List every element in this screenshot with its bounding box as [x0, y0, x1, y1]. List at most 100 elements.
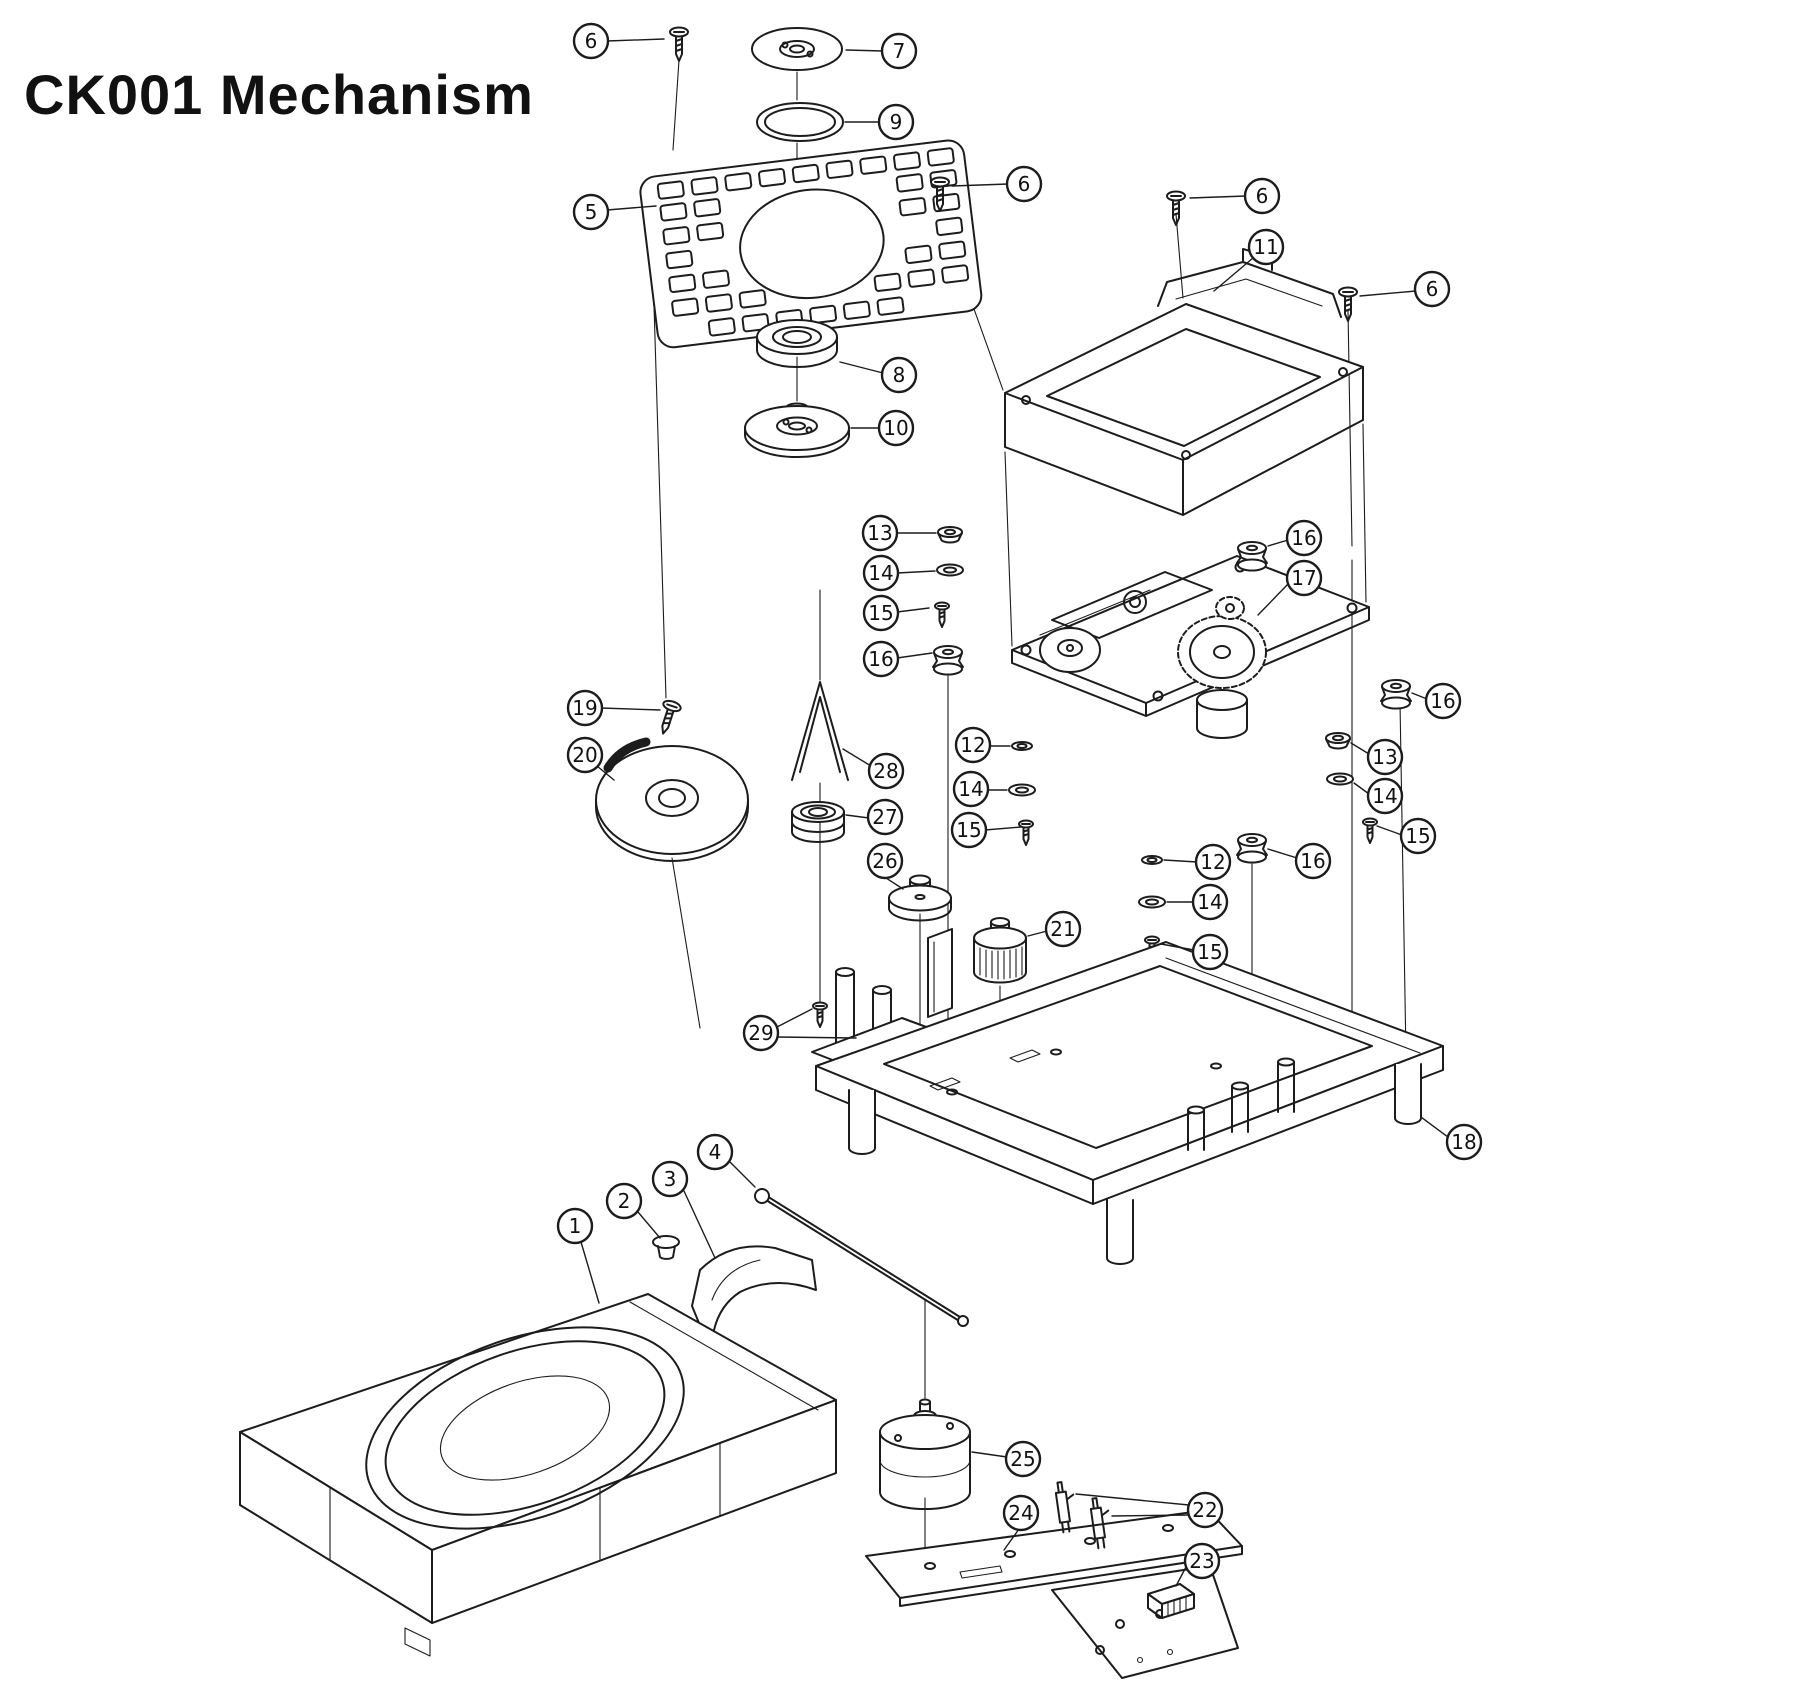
svg-text:15: 15 [1405, 824, 1430, 848]
part-bushing [791, 801, 845, 843]
flat-washer [1138, 895, 1166, 909]
callout-27: 27 [866, 798, 904, 836]
callout-8: 8 [880, 356, 918, 394]
callout-6: 6 [572, 22, 610, 60]
cup-washer [937, 526, 963, 544]
part-clamp-frame [1004, 248, 1364, 516]
part-button [652, 1235, 680, 1260]
svg-text:20: 20 [572, 743, 597, 767]
svg-text:16: 16 [1291, 526, 1316, 550]
callout-6: 6 [1243, 177, 1281, 215]
flat-washer [936, 563, 964, 577]
svg-text:22: 22 [1192, 1498, 1217, 1522]
part-clamp-ring [756, 102, 844, 142]
svg-text:17: 17 [1291, 566, 1316, 590]
callout-2: 2 [605, 1182, 643, 1220]
svg-text:13: 13 [1372, 745, 1397, 769]
callout-19: 19 [566, 689, 604, 727]
callout-12: 12 [1194, 843, 1232, 881]
svg-text:26: 26 [872, 849, 897, 873]
callout-6: 6 [1005, 165, 1043, 203]
part-cone-spring [791, 681, 849, 781]
callout-15: 15 [1191, 933, 1229, 971]
svg-text:16: 16 [1300, 849, 1325, 873]
screw-icon [934, 601, 950, 628]
svg-text:27: 27 [872, 805, 897, 829]
svg-text:12: 12 [1200, 850, 1225, 874]
callout-3: 3 [651, 1160, 689, 1198]
part-loading-motor [879, 1398, 971, 1510]
callout-6: 6 [1413, 270, 1451, 308]
svg-text:1: 1 [569, 1214, 582, 1238]
svg-text:3: 3 [664, 1167, 677, 1191]
callout-22: 22 [1186, 1491, 1224, 1529]
svg-text:24: 24 [1008, 1501, 1033, 1525]
svg-text:23: 23 [1189, 1549, 1214, 1573]
svg-text:10: 10 [883, 416, 908, 440]
part-guide-shaft [754, 1188, 969, 1327]
svg-text:11: 11 [1253, 235, 1278, 259]
callout-20: 20 [566, 736, 604, 774]
screw-icon [1362, 817, 1378, 844]
callout-5: 5 [572, 193, 610, 231]
callout-15: 15 [1399, 817, 1437, 855]
callout-29: 29 [742, 1014, 780, 1052]
damper-grommet [1236, 541, 1268, 572]
callout-25: 25 [1004, 1440, 1042, 1478]
part-belt-cover [691, 1245, 817, 1346]
part-switches [1054, 1481, 1110, 1550]
part-spacer-ring [756, 319, 838, 368]
svg-text:14: 14 [1372, 784, 1397, 808]
callout-18: 18 [1445, 1123, 1483, 1161]
callout-26: 26 [866, 842, 904, 880]
leader-lines [580, 38, 1449, 1587]
small-washer [1011, 741, 1033, 751]
svg-text:19: 19 [572, 696, 597, 720]
svg-text:4: 4 [709, 1140, 722, 1164]
svg-text:15: 15 [1197, 940, 1222, 964]
callout-4: 4 [696, 1133, 734, 1171]
callout-1: 1 [556, 1207, 594, 1245]
callout-21: 21 [1044, 910, 1082, 948]
svg-text:6: 6 [1018, 172, 1031, 196]
callout-14: 14 [1366, 777, 1404, 815]
part-connector [1147, 1583, 1195, 1619]
callout-16: 16 [1424, 682, 1462, 720]
svg-text:8: 8 [893, 363, 906, 387]
svg-text:29: 29 [748, 1021, 773, 1045]
damper-grommet [1236, 833, 1268, 864]
svg-text:21: 21 [1050, 917, 1075, 941]
svg-text:25: 25 [1010, 1447, 1035, 1471]
callout-28: 28 [867, 752, 905, 790]
part-top-cover-plate [639, 139, 983, 349]
callout-23: 23 [1183, 1542, 1221, 1580]
callout-14: 14 [862, 554, 900, 592]
page-title: CK001 Mechanism [24, 63, 534, 126]
part-turntable-platter [595, 737, 749, 862]
callout-12: 12 [954, 726, 992, 764]
svg-text:14: 14 [1197, 890, 1222, 914]
svg-text:6: 6 [1426, 277, 1439, 301]
callout-14: 14 [952, 770, 990, 808]
svg-text:16: 16 [868, 647, 893, 671]
part-chassis-base [815, 941, 1444, 1265]
screw-icon [1018, 819, 1034, 846]
callout-13: 13 [861, 514, 899, 552]
damper-grommet [932, 645, 964, 676]
flat-washer [1326, 772, 1354, 786]
screw-icon [812, 1001, 828, 1028]
damper-grommet [1380, 679, 1412, 710]
svg-text:5: 5 [585, 200, 598, 224]
cup-washer [1325, 732, 1351, 750]
callout-10: 10 [877, 409, 915, 447]
callout-9: 9 [877, 103, 915, 141]
svg-text:16: 16 [1430, 689, 1455, 713]
callout-7: 7 [880, 32, 918, 70]
callout-16: 16 [862, 640, 900, 678]
svg-text:6: 6 [1256, 184, 1269, 208]
callout-15: 15 [862, 594, 900, 632]
part-magnet-disc [744, 402, 850, 458]
svg-text:18: 18 [1451, 1130, 1476, 1154]
